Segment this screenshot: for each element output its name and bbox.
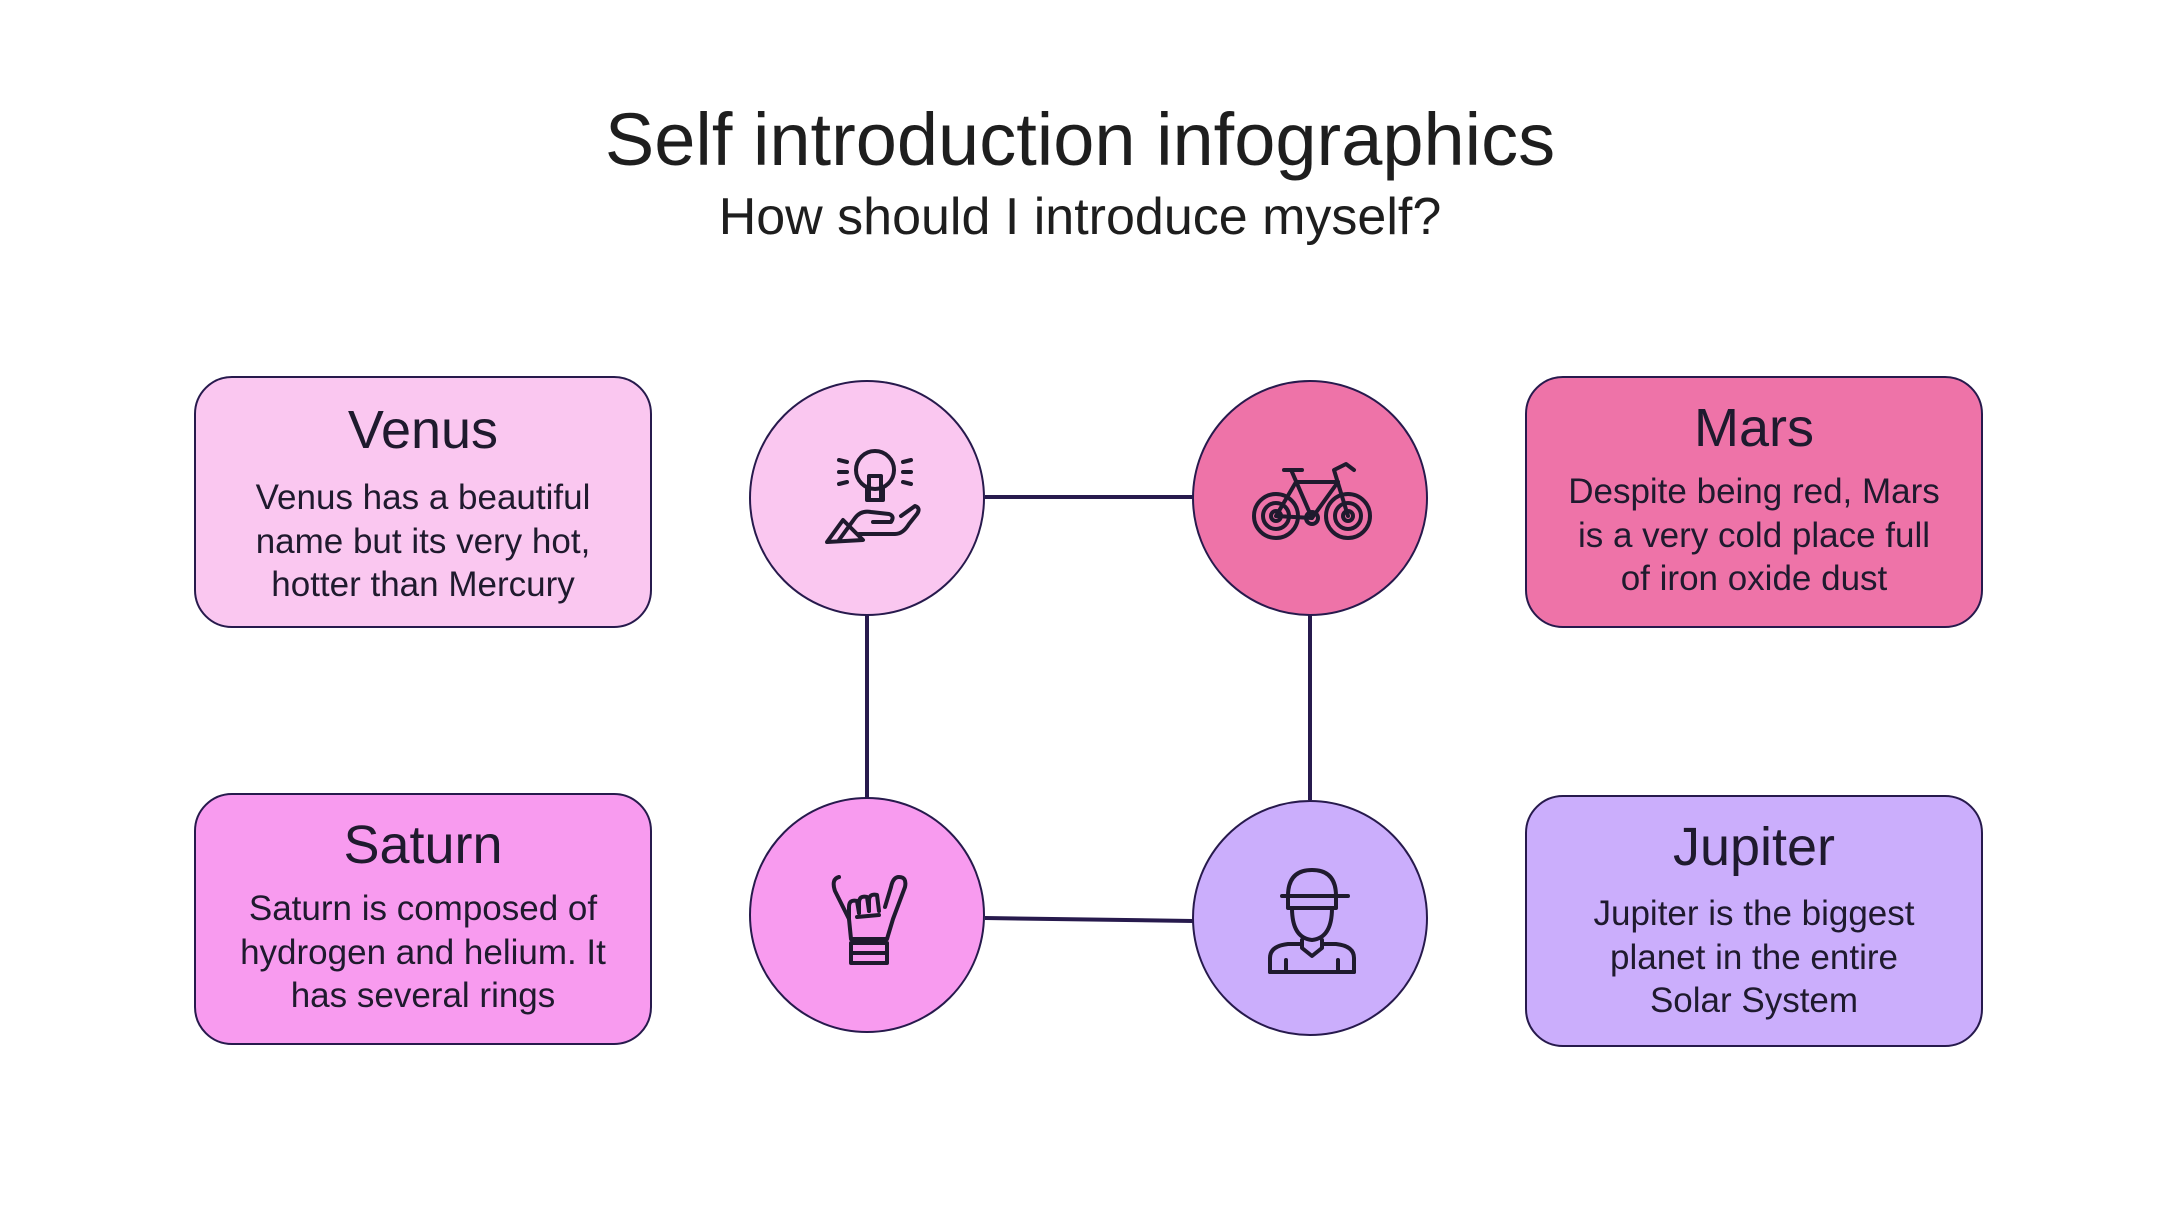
card-jupiter: Jupiter Jupiter is the biggest planet in… xyxy=(1525,795,1983,1047)
lightbulb-hand-icon xyxy=(825,449,921,544)
page-subtitle: How should I introduce myself? xyxy=(718,188,1442,246)
bicycle-icon xyxy=(1252,462,1372,540)
person-cap-icon xyxy=(1268,868,1356,974)
card-jupiter-body: Jupiter is the biggest planet in the ent… xyxy=(1593,894,1915,1020)
card-mars-body: Despite being red, Mars is a very cold p… xyxy=(1568,472,1940,598)
card-saturn-title: Saturn xyxy=(343,815,503,875)
node-saturn xyxy=(749,797,985,1033)
page-title: Self introduction infographics xyxy=(604,98,1556,181)
card-mars: Mars Despite being red, Mars is a very c… xyxy=(1525,376,1983,628)
card-venus-body: Venus has a beautiful name but its very … xyxy=(255,478,591,604)
card-venus-title: Venus xyxy=(347,400,499,460)
card-mars-title: Mars xyxy=(1694,398,1814,458)
shaka-hand-icon xyxy=(831,875,908,965)
card-saturn-body: Saturn is composed of hydrogen and heliu… xyxy=(240,889,606,1015)
card-saturn: Saturn Saturn is composed of hydrogen an… xyxy=(194,793,652,1045)
node-venus xyxy=(749,380,985,616)
node-mars xyxy=(1192,380,1428,616)
card-venus: Venus Venus has a beautiful name but its… xyxy=(194,376,652,628)
connector-bottom xyxy=(984,916,1194,923)
node-jupiter xyxy=(1192,800,1428,1036)
card-jupiter-title: Jupiter xyxy=(1672,817,1836,877)
